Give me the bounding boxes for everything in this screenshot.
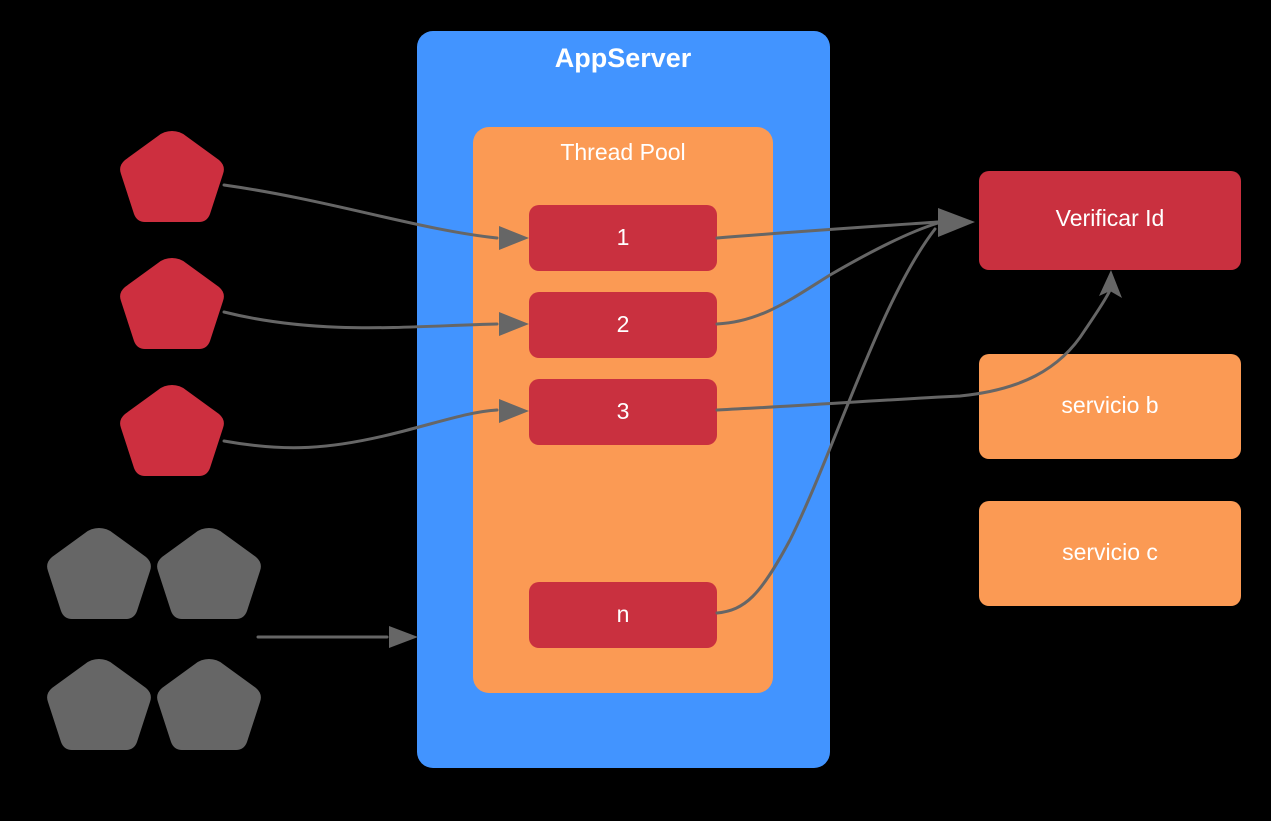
thread-n-label: n (617, 601, 630, 627)
thread-3-box[interactable] (529, 379, 717, 445)
pentagon-icon[interactable] (120, 131, 224, 222)
edge-line (715, 221, 940, 326)
thread-1[interactable]: 1 (529, 205, 717, 271)
client-waiting-4[interactable] (157, 659, 261, 750)
pentagon-icon[interactable] (157, 659, 261, 750)
client-active-3[interactable] (120, 385, 224, 476)
service-servicio-b-box[interactable] (979, 354, 1241, 459)
edge-threadn-to-verificar-id (715, 227, 937, 615)
edge-client3-to-thread3 (222, 399, 529, 450)
appserver-title: AppServer (555, 43, 692, 73)
pentagon-icon[interactable] (47, 659, 151, 750)
edge-line (222, 310, 499, 330)
thread-1-label: 1 (617, 224, 630, 250)
service-verificar-id-label: Verificar Id (1056, 205, 1165, 231)
thread-2-box[interactable] (529, 292, 717, 358)
edge-thread3-to-verificar-id-via-servicio-b (715, 270, 1122, 412)
pentagon-icon[interactable] (120, 258, 224, 349)
edge-client2-to-thread2 (222, 310, 529, 336)
service-servicio-b[interactable]: servicio b (979, 354, 1241, 459)
client-waiting-2[interactable] (157, 528, 261, 619)
thread-3-label: 3 (617, 398, 630, 424)
appserver-group[interactable]: AppServer Thread Pool 1 2 3 n (417, 31, 830, 768)
client-active-1[interactable] (120, 131, 224, 222)
arrowhead-icon (499, 399, 529, 423)
arrowhead-icon (389, 626, 418, 648)
client-waiting-1[interactable] (47, 528, 151, 619)
edge-line (715, 288, 1112, 412)
arrowhead-icon (1099, 270, 1122, 298)
thread-n[interactable]: n (529, 582, 717, 648)
service-servicio-c-box[interactable] (979, 501, 1241, 606)
edge-line (222, 183, 499, 240)
arrowhead-icon (499, 226, 529, 250)
thread-2-label: 2 (617, 311, 630, 337)
edge-client1-to-thread1 (222, 183, 529, 250)
thread-2[interactable]: 2 (529, 292, 717, 358)
thread-1-box[interactable] (529, 205, 717, 271)
service-verificar-id-box[interactable] (979, 171, 1241, 270)
edge-waiting-to-appserver (256, 626, 418, 648)
edge-thread1-to-verificar-id (715, 220, 940, 240)
arrowhead-icon (938, 208, 975, 237)
service-servicio-c-label: servicio c (1062, 539, 1158, 565)
service-servicio-c[interactable]: servicio c (979, 501, 1241, 606)
service-verificar-id[interactable]: Verificar Id (979, 171, 1241, 270)
pentagon-icon[interactable] (157, 528, 261, 619)
pentagon-icon[interactable] (47, 528, 151, 619)
edge-line (715, 220, 940, 240)
edge-thread2-to-verificar-id (715, 221, 940, 326)
thread-pool-title: Thread Pool (560, 139, 685, 165)
service-servicio-b-label: servicio b (1061, 392, 1158, 418)
arrowhead-icon (499, 312, 529, 336)
pentagon-icon[interactable] (120, 385, 224, 476)
client-waiting-3[interactable] (47, 659, 151, 750)
thread-3[interactable]: 3 (529, 379, 717, 445)
thread-n-box[interactable] (529, 582, 717, 648)
edge-line (715, 227, 937, 615)
edge-line (222, 408, 499, 450)
client-active-2[interactable] (120, 258, 224, 349)
